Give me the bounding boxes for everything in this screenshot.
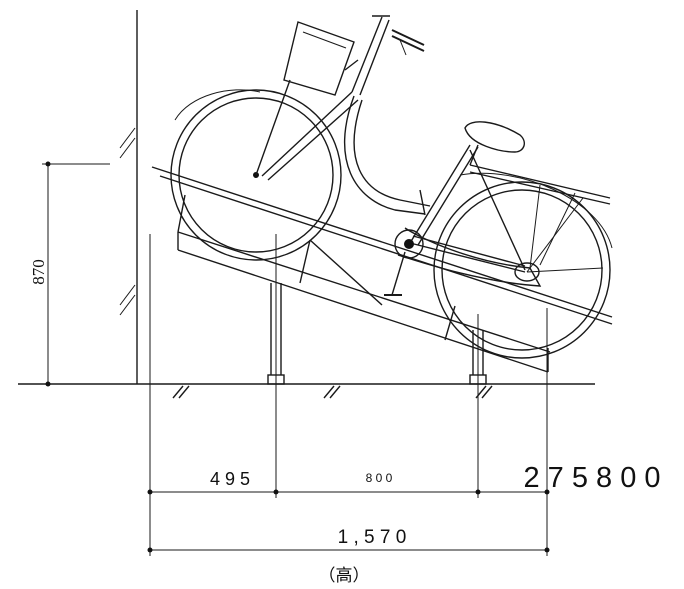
segment-3-label: 2 7 5 8 0 0 — [523, 462, 660, 494]
rack-frame — [151, 166, 613, 373]
wall — [119, 10, 138, 384]
handlebar — [344, 15, 425, 96]
front-basket — [255, 21, 355, 176]
ground-line — [18, 383, 595, 399]
segment-1-label: 4 9 5 — [210, 469, 250, 489]
height-dimension-label: 870 — [29, 259, 48, 285]
dimension-line-segments — [147, 489, 550, 495]
chain-guard — [384, 189, 542, 296]
total-dimension-label: 1 , 5 7 0 — [338, 527, 407, 548]
dimension-extension-lines — [149, 234, 548, 556]
bike-frame — [261, 91, 611, 273]
rear-wheel — [433, 181, 611, 359]
height-caption: （高） — [319, 566, 370, 586]
dimension-height — [42, 161, 110, 387]
saddle — [464, 121, 525, 166]
segment-2-label: 8 0 0 — [366, 471, 393, 485]
dimension-line-total — [147, 547, 550, 553]
fender-rear — [174, 89, 613, 249]
front-wheel — [170, 89, 342, 261]
